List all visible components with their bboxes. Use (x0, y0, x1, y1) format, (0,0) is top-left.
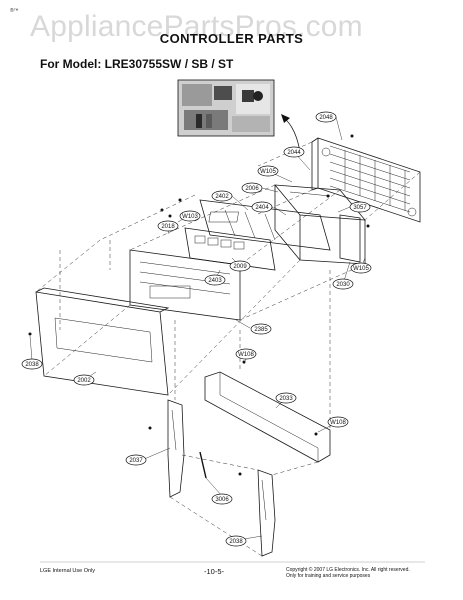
callout-label: 2002 (77, 378, 91, 384)
callout-label: 2048 (319, 115, 333, 121)
callout-label: 2385 (254, 327, 268, 333)
callout-label: W103 (182, 214, 198, 220)
callout-w103: W103 (179, 210, 201, 222)
model-line: For Model: LRE30755SW / SB / ST (40, 57, 234, 71)
callout-2044: 2044 (283, 146, 305, 158)
callout-2038-bottom: 2038 (225, 535, 247, 547)
callout-label: 2033 (279, 396, 293, 402)
callout-2048: 2048 (315, 111, 337, 123)
callout-label: W105 (260, 169, 276, 175)
inset-arrowhead (281, 114, 290, 123)
corner-mark: ®™ (10, 8, 19, 14)
callout-label: 2403 (208, 278, 222, 284)
callout-2402: 2402 (211, 190, 233, 202)
callout-2404: 2404 (251, 201, 273, 213)
callout-label: 2009 (233, 264, 247, 270)
callout-label: 2404 (255, 205, 269, 211)
callout-2030: 2030 (332, 278, 354, 290)
part-2030-bracket (339, 214, 361, 263)
part-2037-endcap-left (167, 399, 185, 498)
callout-3006: 3006 (211, 493, 233, 505)
callout-label: 2044 (287, 150, 301, 156)
callout-2403: 2403 (204, 274, 226, 286)
callout-label: 2038 (229, 539, 243, 545)
callout-label: W108 (238, 352, 254, 358)
watermark: AppliancePartsPros.com (30, 10, 363, 43)
callout-2033: 2033 (275, 392, 297, 404)
footer-internal-use: LGE Internal Use Only (40, 568, 96, 574)
callout-label: 2018 (161, 224, 175, 230)
part-2009-display-board (184, 227, 276, 271)
part-2033-trim (204, 371, 331, 463)
leader-lines (29, 116, 366, 542)
pcb-photo-inset (177, 79, 275, 137)
callout-2018: 2018 (157, 220, 179, 232)
footer-copyright: Copyright © 2007 LG Electronics. Inc. Al… (286, 567, 410, 579)
copyright-line: Copyright © 2007 LG Electronics. Inc. Al… (286, 567, 410, 573)
callout-2002: 2002 (73, 374, 95, 386)
part-2006-housing (274, 184, 366, 265)
copyright-line-2: Only for training and service purposes (286, 573, 371, 579)
page-number: -10-5- (204, 567, 225, 576)
callout-2006: 2006 (241, 182, 263, 194)
assembly-lines (35, 141, 421, 557)
callout-w105-right: W105 (350, 262, 372, 274)
callout-label: 2030 (336, 282, 350, 288)
callout-label: 3057 (353, 205, 367, 211)
callout-w108-top: W108 (235, 348, 257, 360)
callout-w105-top: W105 (257, 165, 279, 177)
callout-label: W105 (353, 266, 369, 272)
callout-label: W108 (330, 420, 346, 426)
callout-w108-right: W108 (327, 416, 349, 428)
callout-label: 2402 (215, 194, 229, 200)
callout-label: 3006 (215, 497, 229, 503)
callout-3057: 3057 (349, 201, 371, 213)
callout-2038-left: 2038 (21, 358, 43, 370)
callout-2037: 2037 (125, 454, 147, 466)
callout-label: 2038 (25, 362, 39, 368)
callout-2009: 2009 (229, 260, 251, 272)
callout-label: 2037 (129, 458, 143, 464)
page-title: CONTROLLER PARTS (159, 31, 304, 46)
part-2402-pcb (199, 199, 331, 251)
part-2048-vent-panel (311, 137, 421, 223)
callout-2385: 2385 (250, 323, 272, 335)
part-2002-overlay (35, 287, 170, 396)
part-2038-endcap-right (257, 469, 276, 557)
callout-label: 2006 (245, 186, 259, 192)
